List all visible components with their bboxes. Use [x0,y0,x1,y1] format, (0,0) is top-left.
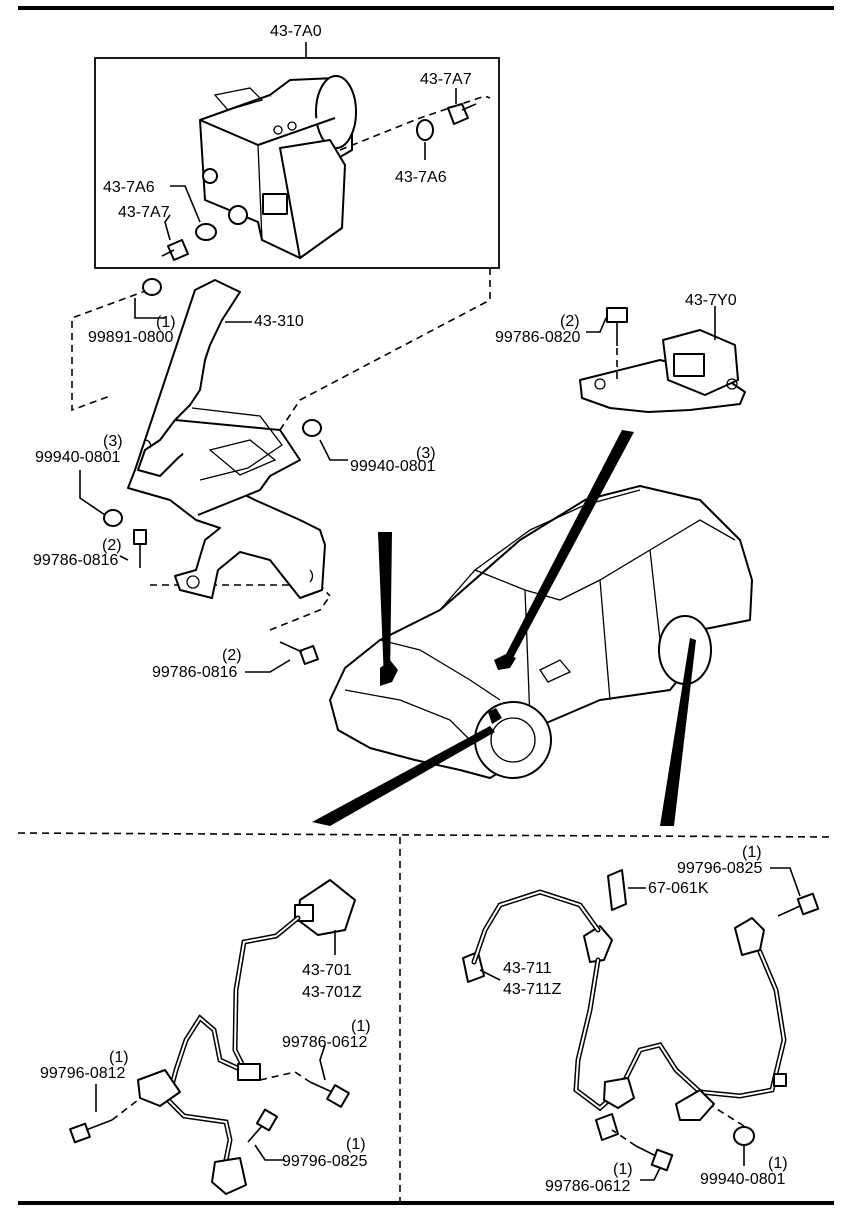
nut-top-icon [142,278,162,296]
label-front-bolt-left: 99796-0812 [40,1065,126,1082]
hydraulic-unit-box [94,57,500,269]
label-nut-top: 99891-0800 [88,329,174,346]
label-front-bolt-left-qty: (1) [109,1049,129,1066]
front-wheel-icon [474,701,552,779]
bolt-left-icon [133,529,147,568]
label-front-bolt-right: 99786-0612 [282,1034,368,1051]
leader-to-yaw-sensor [505,430,634,660]
yaw-sensor-icon [579,329,746,413]
leader-to-hydraulic-unit [378,532,392,680]
bolt-bottom-icon [279,641,319,665]
label-bleeder-cap-left: 43-7A6 [103,179,155,196]
label-front-bolt-bottom-qty: (1) [346,1136,366,1153]
label-bleeder-screw-left: 43-7A7 [118,204,170,221]
label-bracket: 43-310 [254,313,304,330]
label-nut-right-qty: (3) [416,445,436,462]
leader-to-rear-wheel-sensor [660,638,696,826]
label-nut-right: 99940-0801 [350,458,436,475]
label-rear-bolt-bottom-qty: (1) [613,1161,633,1178]
label-bleeder-cap-top: 43-7A6 [395,169,447,186]
label-clip: 67-061K [648,880,709,897]
label-bolt-bottom-qty: (2) [222,647,242,664]
front-bolt-left-icon [69,1119,113,1144]
label-sensor-bolt-qty: (2) [560,313,580,330]
label-rear-bolt-top: 99796-0825 [677,860,763,877]
yaw-sensor-group: (2) 99786-0820 43-7Y0 [495,292,746,413]
label-rear-sensor-a: 43-711 [503,960,552,977]
rear-bolt-bottom-icon [635,1145,674,1172]
label-front-sensor-a: 43-701 [302,962,352,979]
label-rear-nut: 99940-0801 [700,1171,786,1188]
label-hu-assembly: 43-7A0 [270,23,322,40]
label-front-bolt-right-qty: (1) [351,1018,371,1035]
rear-bolt-top-icon [777,892,820,917]
label-nut-left: 99940-0801 [35,449,121,466]
nut-right-icon [302,419,322,437]
bleeder-screw-left-icon [161,239,189,261]
bracket-group: (1) 99891-0800 43-310 (3) 99940-0801 (3)… [33,268,491,681]
label-nut-top-qty: (1) [156,314,176,331]
label-yaw-sensor: 43-7Y0 [685,292,737,309]
rear-sensor-group: (1) 99796-0825 67-061K 43-711 43-711Z (1… [462,844,820,1195]
bracket-icon [127,279,326,599]
label-rear-sensor-b: 43-711Z [503,981,562,998]
label-rear-nut-qty: (1) [768,1155,788,1172]
hydraulic-unit-group: 43-7A0 43-7A7 43-7A6 43-7A6 43-7A7 [94,23,500,269]
hydraulic-unit-icon [199,75,357,259]
front-bolt-bottom-icon [247,1108,279,1143]
label-bolt-bottom: 99786-0816 [152,664,238,681]
label-front-bolt-bottom: 99796-0825 [282,1153,368,1170]
nut-left-icon [103,509,123,527]
label-front-sensor-b: 43-701Z [302,984,362,1001]
label-nut-left-qty: (3) [103,433,123,450]
label-rear-bolt-bottom: 99786-0612 [545,1178,631,1195]
clip-icon [607,869,627,911]
section-divider-horizontal [17,832,835,838]
bleeder-cap-top-icon [416,119,434,141]
front-sensor-group: 43-701 43-701Z (1) 99786-0612 (1) 99796-… [40,879,371,1195]
rear-sensor-head-icon [734,917,765,956]
bleeder-cap-left-icon [195,223,217,241]
leader-to-front-wheel-sensor [312,726,495,826]
label-bleeder-screw-top: 43-7A7 [420,71,472,88]
label-bolt-left: 99786-0816 [33,552,119,569]
front-bolt-right-icon [309,1081,350,1108]
label-sensor-bolt: 99786-0820 [495,329,581,346]
front-sensor-connector-icon [294,879,356,936]
car-illustration [329,485,753,779]
rear-nut-icon [733,1126,755,1146]
sensor-bolt-icon [606,307,628,346]
label-rear-bolt-top-qty: (1) [742,844,762,861]
label-bolt-left-qty: (2) [102,537,122,554]
